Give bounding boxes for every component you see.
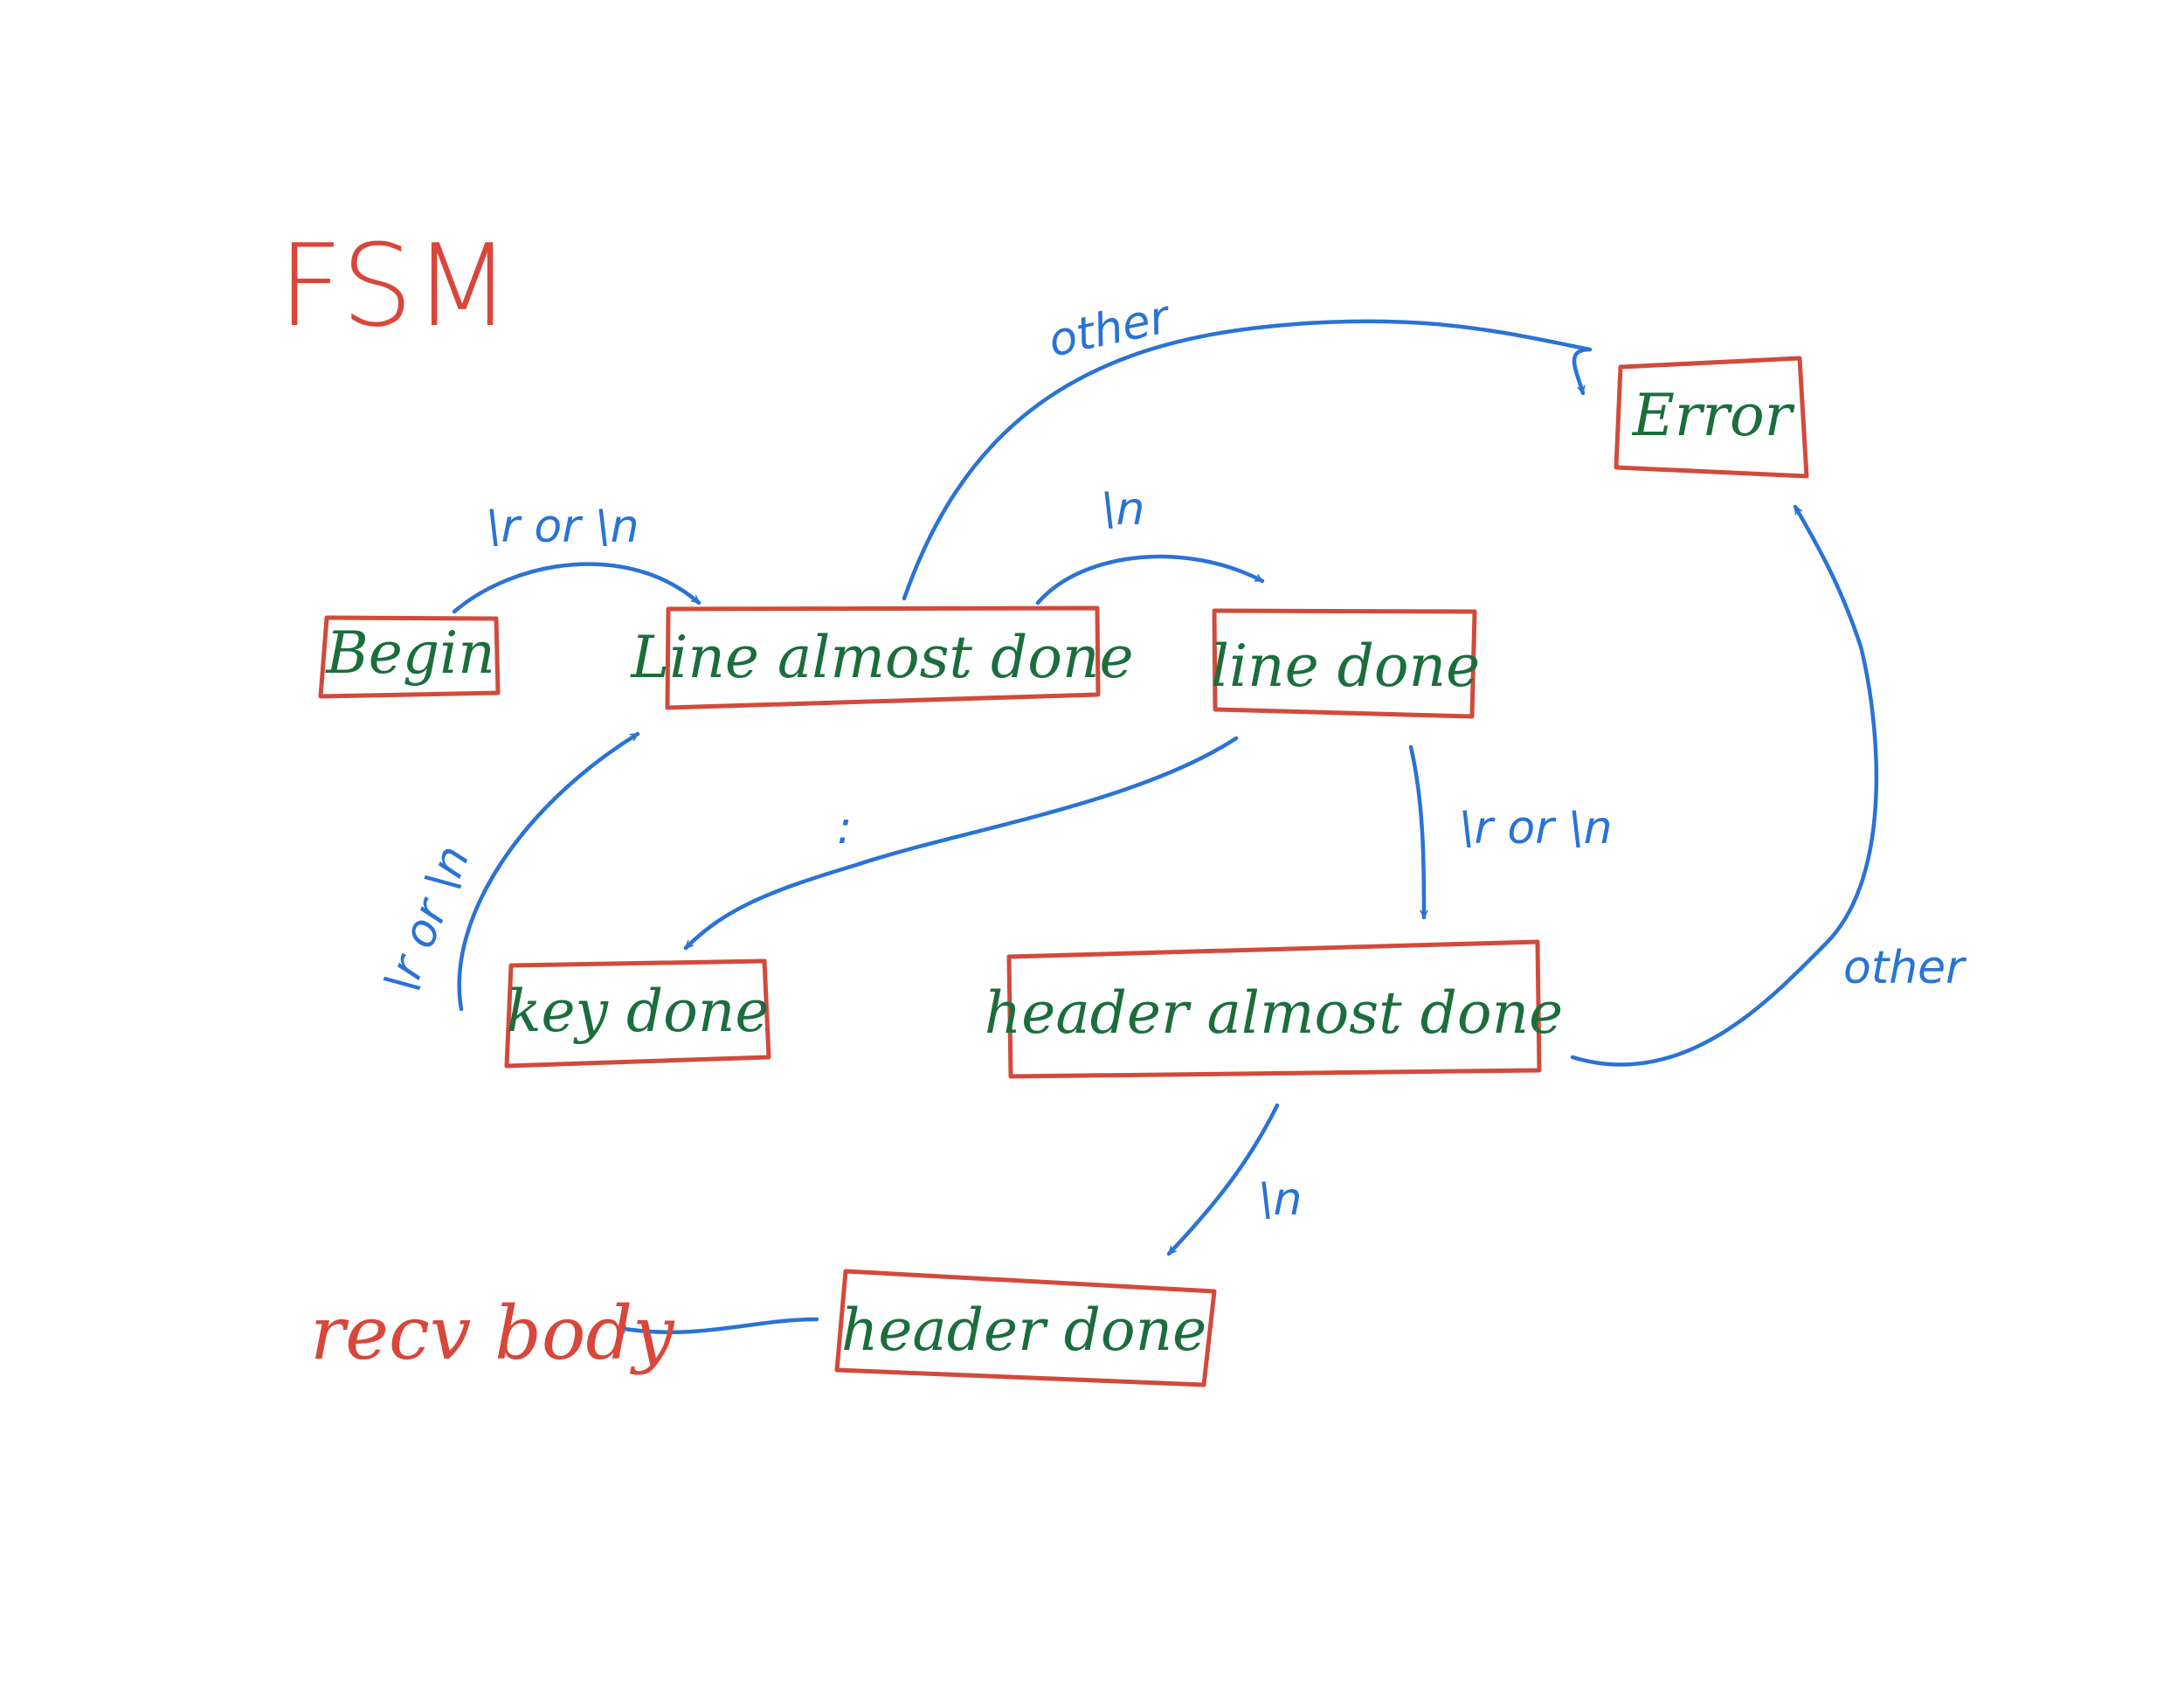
state-header-done-label: header done [841,1297,1206,1364]
state-line-almost-done-label: Line almost done [630,624,1133,691]
state-error-label: Error [1632,382,1795,449]
state-begin-label: Begin [325,619,494,687]
state-line-done: line done [1211,608,1480,719]
edge-label-key-done-to-line-almost-done: \r or \n [374,839,480,1000]
state-key-done-label: key done [507,978,770,1045]
edge-label-header-almost-done-to-header-done: \n [1258,1173,1302,1226]
edge-label-begin-to-line-almost-done: \r or \n [486,501,639,553]
edge-line-done-to-header-almost-done [1408,744,1428,920]
edge-header-almost-done-to-error [1570,504,1879,1067]
state-key-done: key done [504,958,771,1069]
edge-label-line-done-to-key-done: : [837,802,853,854]
edge-label-line-almost-done-to-line-done: \n [1101,483,1144,536]
edge-begin-to-line-almost-done [452,562,702,614]
edge-header-done-to-recv-body [616,1317,819,1335]
state-header-done: header done [834,1269,1217,1387]
state-header-almost-done: header almost done [985,939,1563,1079]
edge-line-almost-done-to-line-done [1035,554,1265,605]
edge-label-header-almost-done-to-error: other [1843,942,1967,994]
state-error: Error [1614,356,1809,479]
state-header-almost-done-label: header almost done [985,979,1563,1047]
terminal-recv-body: recv body [310,1290,675,1376]
state-line-almost-done: Line almost done [630,605,1134,710]
edge-label-line-almost-done-to-error: other [1044,290,1177,367]
edge-key-done-to-line-almost-done [457,731,640,1012]
edge-label-line-done-to-header-almost-done: \r or \n [1459,802,1613,854]
state-line-done-label: line done [1211,633,1480,700]
edge-line-almost-done-to-error [902,319,1593,601]
edge-header-almost-done-to-header-done [1166,1103,1280,1256]
diagram-title: FSM [278,219,511,352]
edge-line-done-to-key-done [683,736,1239,951]
state-begin: Begin [318,615,501,699]
